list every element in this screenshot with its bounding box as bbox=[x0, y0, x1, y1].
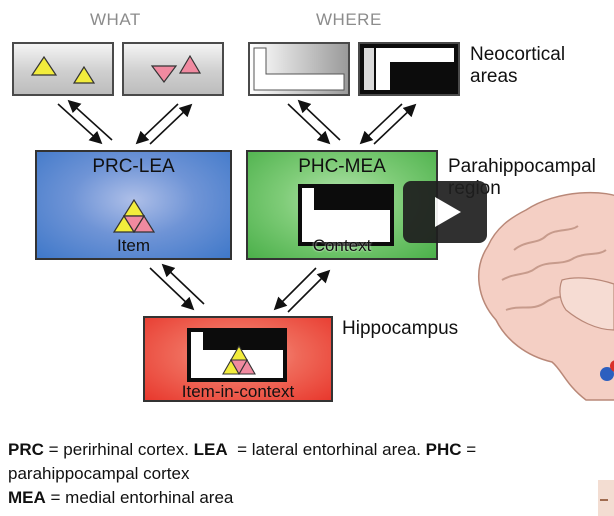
neocortical-label-line2: areas bbox=[470, 66, 518, 87]
partial-figure-edge bbox=[598, 480, 614, 516]
neocortical-where-box-2 bbox=[358, 42, 460, 96]
arrow-down bbox=[359, 103, 403, 145]
neocortical-label-line1: Neocortical bbox=[470, 44, 566, 65]
legend-prc-term: PRC bbox=[8, 440, 44, 459]
context-shape-icon bbox=[360, 44, 458, 94]
legend-lea-def: = lateral entorhinal area. bbox=[227, 440, 426, 459]
legend-phc-term: PHC bbox=[425, 440, 462, 459]
arrow-up bbox=[373, 103, 417, 145]
legend-line-3: MEA = medial entorhinal area bbox=[8, 486, 608, 510]
hippocampus-box: Item-in-context bbox=[143, 316, 333, 402]
context-shape-icon bbox=[250, 44, 348, 94]
legend-line-1: PRC = perirhinal cortex. LEA = lateral e… bbox=[8, 438, 608, 462]
where-header: WHERE bbox=[316, 10, 382, 29]
item-caption: Item bbox=[116, 236, 151, 255]
item-in-context-caption: Item-in-context bbox=[181, 382, 295, 401]
neocortical-areas-label: Neocortical areas bbox=[470, 44, 565, 88]
legend-mea-term: MEA bbox=[8, 488, 46, 507]
hippocampus-label: Hippocampus bbox=[342, 318, 459, 339]
play-icon bbox=[435, 197, 461, 227]
triangle-pair-icon bbox=[150, 54, 202, 83]
item-in-context-icon bbox=[187, 328, 287, 382]
what-header: WHAT bbox=[90, 10, 141, 29]
legend-mea-def: = medial entorhinal area bbox=[45, 488, 234, 507]
arrow-down bbox=[135, 103, 179, 145]
legend-phc-def: = bbox=[461, 440, 477, 459]
play-button[interactable] bbox=[403, 181, 487, 243]
arrow-up bbox=[287, 269, 331, 313]
legend-line-2: parahippocampal cortex bbox=[8, 464, 190, 483]
phc-mea-title: PHC-MEA bbox=[298, 156, 386, 177]
legend-prc-def: = perirhinal cortex. bbox=[43, 440, 194, 459]
neocortical-what-box-2 bbox=[122, 42, 224, 96]
brain-illustration bbox=[477, 191, 614, 401]
neocortical-what-box-1 bbox=[12, 42, 114, 96]
abbreviation-legend: PRC = perirhinal cortex. LEA = lateral e… bbox=[8, 438, 608, 510]
arrow-down bbox=[273, 267, 317, 311]
arrow-down bbox=[287, 103, 331, 145]
context-shape-icon bbox=[298, 184, 394, 246]
arrow-down bbox=[149, 267, 195, 311]
arrow-up bbox=[149, 103, 193, 145]
legend-lea-term: LEA bbox=[193, 440, 228, 459]
arrow-up bbox=[297, 99, 341, 141]
neocortical-where-box-1 bbox=[248, 42, 350, 96]
triangle-pair-icon bbox=[30, 55, 96, 84]
arrow-down bbox=[57, 103, 103, 145]
prc-lea-box: PRC-LEA Item bbox=[35, 150, 232, 260]
item-triangles-icon bbox=[112, 198, 156, 234]
arrow-up bbox=[67, 99, 113, 141]
parahippocampal-label-line1: Parahippocampal bbox=[448, 156, 596, 177]
arrow-up bbox=[161, 263, 205, 305]
context-caption: Context bbox=[312, 236, 372, 255]
prc-lea-title: PRC-LEA bbox=[92, 156, 175, 177]
